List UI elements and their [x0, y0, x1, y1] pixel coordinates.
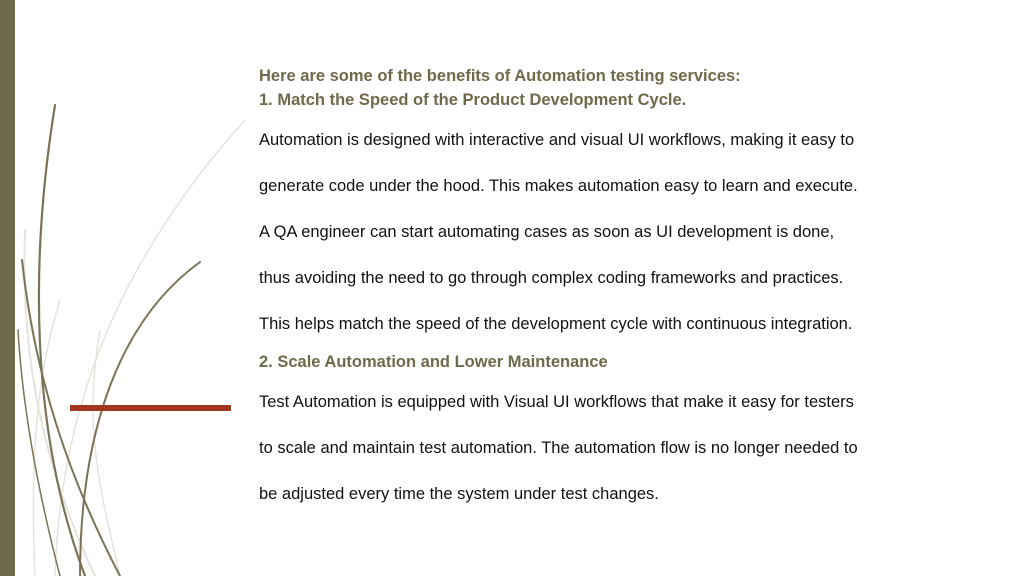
accent-divider [70, 405, 231, 411]
grass-blade-dark [79, 261, 201, 576]
paragraph-line: thus avoiding the need to go through com… [259, 269, 844, 287]
grass-blade-dark [37, 103, 87, 576]
grass-blade-light [92, 329, 121, 576]
grass-blade-dark [17, 329, 61, 576]
paragraph-line: to scale and maintain test automation. T… [259, 439, 858, 457]
left-accent-bar [0, 0, 15, 576]
section1-paragraph: Automation is designed with interactive … [259, 128, 979, 358]
grass-blade-light [32, 299, 61, 576]
paragraph-line: This helps match the speed of the develo… [259, 315, 853, 333]
paragraph-line: A QA engineer can start automating cases… [259, 223, 835, 241]
paragraph-line: Test Automation is equipped with Visual … [259, 393, 854, 411]
intro-heading: Here are some of the benefits of Automat… [259, 67, 741, 85]
section1-title: 1. Match the Speed of the Product Develo… [259, 91, 687, 109]
section2-paragraph: Test Automation is equipped with Visual … [259, 390, 979, 528]
grass-blade-dark [21, 259, 121, 576]
paragraph-line: be adjusted every time the system under … [259, 485, 659, 503]
paragraph-line: Automation is designed with interactive … [259, 131, 855, 149]
slide-content: Here are some of the benefits of Automat… [259, 64, 979, 528]
paragraph-line: generate code under the hood. This makes… [259, 177, 858, 195]
grass-blade-light [23, 229, 96, 576]
section2-title: 2. Scale Automation and Lower Maintenanc… [259, 353, 608, 371]
grass-blade-light [54, 119, 246, 576]
grass-decoration [17, 103, 246, 576]
